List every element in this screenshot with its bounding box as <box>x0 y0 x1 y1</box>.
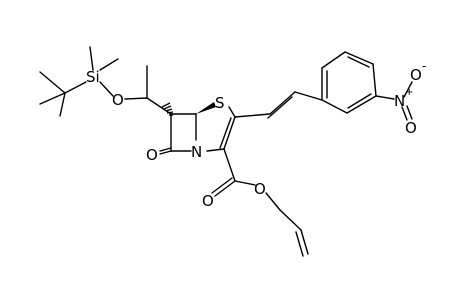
thiazoline-ring <box>206 106 236 152</box>
o-ester-carbonyl-label: O <box>202 192 214 210</box>
benzene-ring <box>321 51 377 114</box>
stereo-hash-bond-c6 <box>161 102 174 116</box>
allyl-ester-group <box>211 148 309 257</box>
o-silyl-ether-label: O <box>112 91 124 109</box>
o-nitro-top-label: O <box>410 66 422 84</box>
styryl-linker <box>234 91 323 119</box>
s-ring-atom-label: S <box>215 94 225 112</box>
silyl-methyl-bonds <box>89 46 119 97</box>
o-lactam-carbonyl-label: O <box>146 146 158 164</box>
o-nitro-bottom-label: O <box>405 119 417 137</box>
nitro-group <box>375 81 413 121</box>
si-atom-label: Si <box>86 68 100 86</box>
tert-butyl-group <box>39 71 87 117</box>
nitro-n-charge: + <box>405 87 413 98</box>
hydroxyethyl-side-chain <box>124 65 172 115</box>
stereo-wedge-bond-c5 <box>196 102 216 114</box>
n-nitro-label: N <box>394 92 405 110</box>
o-ester-label: O <box>254 180 266 198</box>
nitro-o-charge: - <box>422 59 426 73</box>
n-ring-atom-label: N <box>191 143 202 161</box>
beta-lactam-ring <box>159 113 197 155</box>
